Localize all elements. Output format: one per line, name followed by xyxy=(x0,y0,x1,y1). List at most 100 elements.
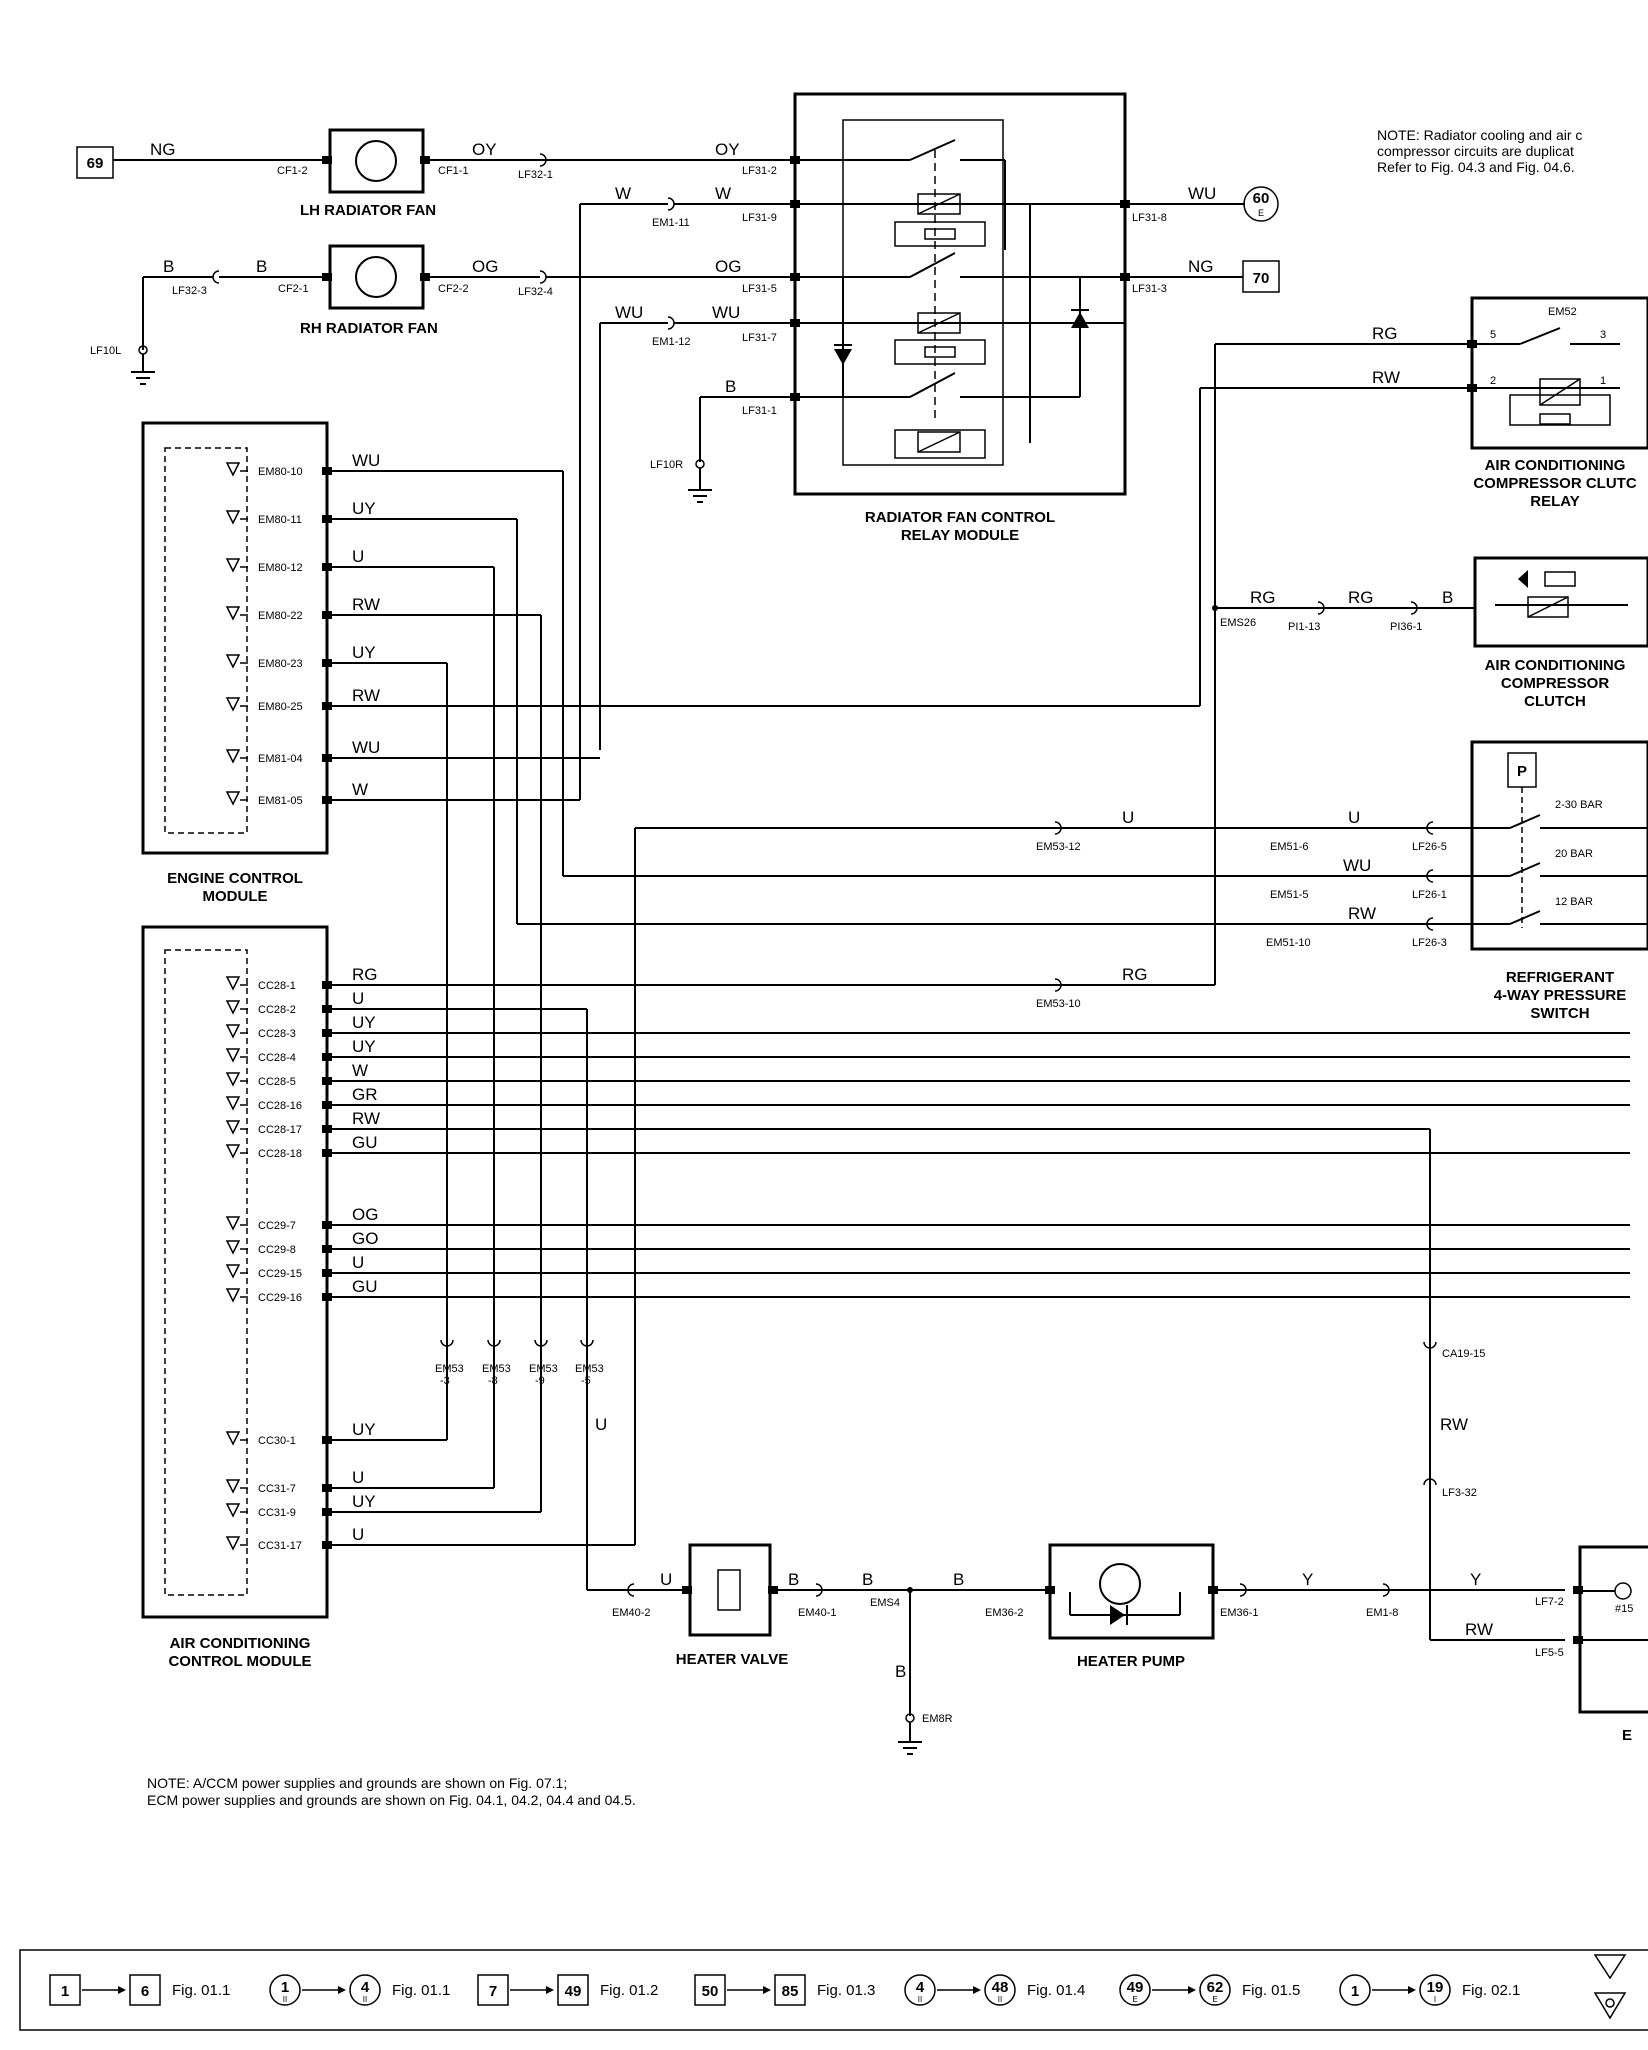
svg-text:LF31-7: LF31-7 xyxy=(742,332,777,344)
legend-fig: Fig. 01.4 xyxy=(1027,1982,1085,1999)
wire-color-label: U xyxy=(352,547,364,566)
note-top: NOTE: Radiator cooling and air c compres… xyxy=(1377,127,1582,175)
svg-text:HEATER VALVE: HEATER VALVE xyxy=(676,1651,789,1668)
legend-ref: 4 xyxy=(361,1979,370,1996)
wire-color-label: W xyxy=(352,1061,368,1080)
accm-pin-row: CC29-15U xyxy=(225,1253,364,1280)
svg-text:SWITCH: SWITCH xyxy=(1530,1005,1589,1022)
legend-ref: 50 xyxy=(702,1983,719,2000)
pin-label: CC28-2 xyxy=(258,1004,296,1016)
svg-text:EM40-2: EM40-2 xyxy=(612,1607,651,1619)
legend-ref: 49 xyxy=(565,1983,582,2000)
accm-pin-row: CC29-7OG xyxy=(225,1205,378,1232)
svg-text:EM52: EM52 xyxy=(1548,306,1577,318)
svg-text:U: U xyxy=(660,1570,672,1589)
pin-label: CC29-16 xyxy=(258,1292,302,1304)
legend-ref: 4 xyxy=(916,1979,925,1996)
legend-ref: 1 xyxy=(61,1983,69,2000)
svg-text:RG: RG xyxy=(1250,588,1276,607)
legend-fig: Fig. 01.1 xyxy=(172,1982,230,1999)
svg-text:LF3-32: LF3-32 xyxy=(1442,1487,1477,1499)
svg-text:#15: #15 xyxy=(1615,1603,1633,1615)
svg-text:-8: -8 xyxy=(488,1375,498,1387)
wire-color-label: UY xyxy=(352,643,376,662)
svg-text:EM36-2: EM36-2 xyxy=(985,1607,1024,1619)
svg-text:CF1-2: CF1-2 xyxy=(277,165,308,177)
svg-text:COMPRESSOR: COMPRESSOR xyxy=(1501,675,1610,692)
svg-text:CF2-2: CF2-2 xyxy=(438,283,469,295)
svg-text:EM51-5: EM51-5 xyxy=(1270,889,1309,901)
svg-text:60: 60 xyxy=(1253,190,1270,207)
wire-color-label: RW xyxy=(352,1109,380,1128)
legend-fig: Fig. 01.2 xyxy=(600,1982,658,1999)
pin-label: EM80-10 xyxy=(258,466,303,478)
wire-color-label: UY xyxy=(352,1420,376,1439)
svg-text:RW: RW xyxy=(1348,904,1376,923)
ref-box-69: 69 xyxy=(76,146,114,179)
svg-text:LF26-5: LF26-5 xyxy=(1412,841,1447,853)
ground-lf10l: LF10L xyxy=(90,345,155,385)
pin-label: CC30-1 xyxy=(258,1435,296,1447)
pin-label: CC31-7 xyxy=(258,1483,296,1495)
svg-text:EM53: EM53 xyxy=(529,1363,558,1375)
wire-color-label: RG xyxy=(352,965,378,984)
svg-text:LF32-3: LF32-3 xyxy=(172,285,207,297)
legend-ref-sub: II xyxy=(363,1995,367,2004)
legend-fig: Fig. 01.1 xyxy=(392,1982,450,1999)
svg-text:B: B xyxy=(862,1570,873,1589)
svg-text:EM53: EM53 xyxy=(435,1363,464,1375)
pin-label: EM80-12 xyxy=(258,562,303,574)
svg-text:W: W xyxy=(715,184,731,203)
accm-pin-row: CC28-3UY xyxy=(225,1013,376,1040)
legend-ref: 49 xyxy=(1127,1979,1144,1996)
svg-text:EM1-11: EM1-11 xyxy=(652,217,690,229)
svg-text:CLUTCH: CLUTCH xyxy=(1524,693,1586,710)
wire-color-label: WU xyxy=(352,738,380,757)
svg-text:B: B xyxy=(953,1570,964,1589)
wire-color-label: W xyxy=(352,780,368,799)
svg-text:CF1-1: CF1-1 xyxy=(438,165,469,177)
svg-text:OY: OY xyxy=(472,140,497,159)
svg-text:EM1-12: EM1-12 xyxy=(652,336,691,348)
svg-text:RG: RG xyxy=(1348,588,1374,607)
accm-pin-row: CC30-1 UY xyxy=(225,1420,376,1447)
heater-valve: HEATER VALVE xyxy=(676,1543,789,1668)
wire-color-label: OG xyxy=(352,1205,378,1224)
svg-text:WU: WU xyxy=(1188,184,1216,203)
svg-text:-5: -5 xyxy=(581,1375,591,1387)
pin-label: CC28-1 xyxy=(258,980,296,992)
svg-text:EM8R: EM8R xyxy=(922,1713,953,1725)
legend-ref: 1 xyxy=(1351,1983,1359,2000)
svg-text:E: E xyxy=(1258,208,1264,218)
svg-text:Y: Y xyxy=(1302,1570,1313,1589)
note-bottom: NOTE: A/CCM power supplies and grounds a… xyxy=(147,1775,636,1808)
svg-text:AIR CONDITIONING: AIR CONDITIONING xyxy=(1485,457,1626,474)
svg-text:B: B xyxy=(1442,588,1453,607)
svg-text:RELAY: RELAY xyxy=(1530,493,1579,510)
svg-text:Y: Y xyxy=(1470,1570,1481,1589)
wire-color-label: U xyxy=(352,1253,364,1272)
wire-color-label: RW xyxy=(352,595,380,614)
svg-text:WU: WU xyxy=(712,303,740,322)
svg-text:5: 5 xyxy=(1490,329,1496,341)
legend-ref-sub: II xyxy=(283,1995,287,2004)
legend-fig: Fig. 01.3 xyxy=(817,1982,875,1999)
engine-control-module: ENGINE CONTROL MODULE xyxy=(141,421,329,905)
rh-radiator-fan: RH RADIATOR FAN xyxy=(300,244,438,337)
wire-color-label: UY xyxy=(352,1013,376,1032)
wire-color-label: RW xyxy=(352,686,380,705)
svg-text:4-WAY PRESSURE: 4-WAY PRESSURE xyxy=(1494,987,1627,1004)
svg-text:RW: RW xyxy=(1372,368,1400,387)
svg-text:EM51-6: EM51-6 xyxy=(1270,841,1309,853)
svg-text:U: U xyxy=(1348,808,1360,827)
legend-frame xyxy=(19,1949,1648,2031)
svg-text:Refer to Fig. 04.3 and Fig. 04: Refer to Fig. 04.3 and Fig. 04.6. xyxy=(1377,159,1575,175)
